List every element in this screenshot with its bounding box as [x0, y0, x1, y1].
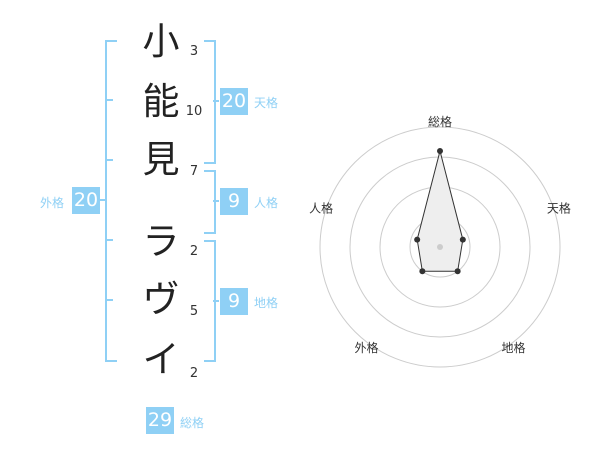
- radar-axis-label-1: 総格: [428, 114, 452, 129]
- stroke-count-2: 10: [185, 104, 203, 119]
- bracket-mark-1: [107, 99, 113, 101]
- radar-ring: [319, 126, 561, 368]
- soukaku-label: 総格: [180, 416, 205, 430]
- tenkaku-bracket: [204, 40, 216, 164]
- bracket-mark-4: [107, 299, 113, 301]
- chikaku-bracket-tick: [213, 300, 219, 302]
- radar-axis-label-5: 人格: [309, 200, 333, 215]
- chikaku-label: 地格: [254, 296, 279, 310]
- gaikaku-label: 外格: [40, 196, 65, 210]
- tenkaku-label: 天格: [254, 96, 279, 110]
- chikaku-value-box: 9: [220, 288, 248, 315]
- stroke-count-4: 2: [189, 244, 199, 259]
- tenkaku-value-box: 20: [220, 88, 248, 115]
- jinkaku-value-box: 9: [220, 188, 248, 215]
- name-char-3: 見: [142, 138, 180, 181]
- radar-value-polygon: [416, 150, 464, 272]
- stroke-count-6: 2: [189, 366, 199, 381]
- radar-point-1: [437, 148, 443, 154]
- tenkaku-bracket-tick: [213, 100, 219, 102]
- radar-axis-label-3: 地格: [501, 340, 525, 355]
- name-char-5: ヴ: [142, 278, 180, 321]
- stroke-count-3: 7: [189, 164, 199, 179]
- radar-point-3: [454, 268, 461, 275]
- gaikaku-value-box: 20: [72, 187, 100, 214]
- radar-point-4: [419, 268, 426, 275]
- radar-axis-label-4: 外格: [355, 340, 379, 355]
- stroke-count-1: 3: [189, 44, 199, 59]
- name-char-6: イ: [142, 338, 180, 381]
- soukaku-value-box: 29: [146, 407, 174, 434]
- name-char-1: 小: [142, 20, 180, 63]
- radar-point-2: [459, 236, 466, 243]
- stroke-count-5: 5: [189, 304, 199, 319]
- radar-point-5: [414, 236, 421, 243]
- gaikaku-bracket: [105, 40, 117, 362]
- bracket-mark-3: [107, 239, 113, 241]
- jinkaku-label: 人格: [254, 196, 279, 210]
- name-char-4: ラ: [142, 220, 180, 263]
- jinkaku-bracket-tick: [213, 200, 219, 202]
- bracket-mark-2: [107, 159, 113, 161]
- gaikaku-bracket-tick: [99, 199, 105, 201]
- radar-center: [437, 244, 443, 250]
- jinkaku-bracket: [204, 170, 216, 234]
- name-char-2: 能: [142, 80, 180, 123]
- radar-axis-label-2: 天格: [547, 200, 571, 215]
